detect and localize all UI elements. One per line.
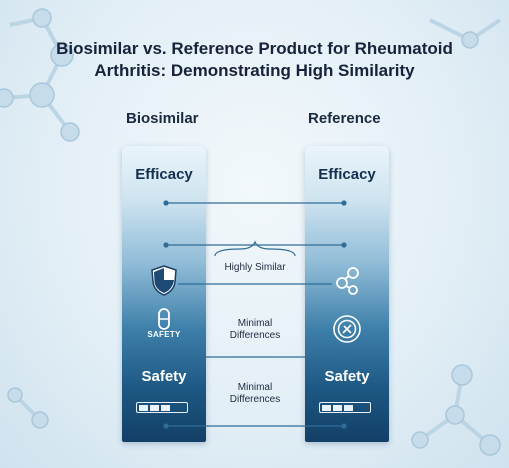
molecule-icon [336, 267, 359, 295]
title-line-2: Arthritis: Demonstrating High Similarity [94, 61, 415, 80]
biosimilar-heading: Biosimilar [126, 110, 199, 127]
minimal-line: Minimal [237, 382, 273, 393]
title-line-1: Biosimilar vs. Reference Product for Rhe… [56, 39, 453, 58]
bracket-icon [214, 240, 296, 257]
reference-pillar: Efficacy Safety [305, 146, 389, 442]
progress-bar-icon [136, 402, 188, 413]
antibody-circle-icon [333, 315, 361, 343]
biosimilar-efficacy-label: Efficacy [135, 166, 193, 183]
reference-efficacy-label: Efficacy [318, 166, 376, 183]
reference-safety-label: Safety [324, 368, 370, 385]
progress-bar-icon [319, 402, 371, 413]
minimal-line: Minimal [237, 318, 273, 329]
capsule-icon [158, 308, 170, 330]
differences-line: Differences [229, 330, 281, 341]
highly-similar-label: Highly Similar [224, 262, 286, 273]
biosimilar-safety-label: Safety [141, 368, 187, 385]
differences-line: Differences [229, 394, 281, 405]
biosimilar-safety-small-label: SAFETY [147, 330, 181, 339]
biosimilar-pillar: Efficacy SAFETY Safety [122, 146, 206, 442]
shield-icon [151, 265, 177, 296]
page-title: Biosimilar vs. Reference Product for Rhe… [0, 38, 509, 82]
minimal-differences-label-2: Minimal Differences [205, 382, 305, 406]
reference-heading: Reference [308, 110, 381, 127]
minimal-differences-label-1: Minimal Differences [205, 318, 305, 342]
